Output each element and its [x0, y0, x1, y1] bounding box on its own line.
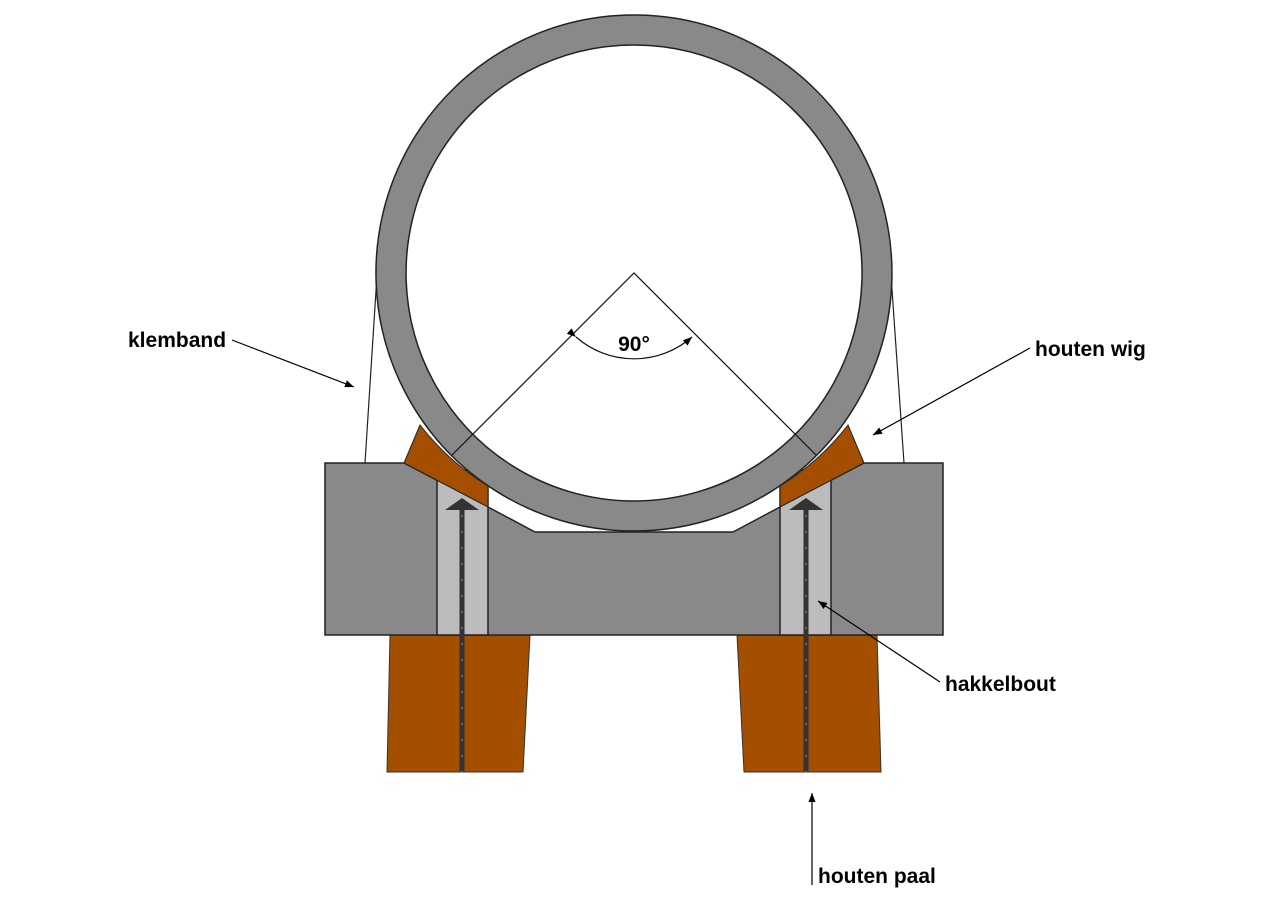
leader-klemband	[231, 339, 355, 388]
angle-lines	[451, 272, 817, 456]
concrete-saddle	[324, 462, 944, 636]
hook-bolt-left	[445, 498, 479, 772]
angle-label: 90°	[618, 333, 650, 356]
wooden-pile-left	[386, 634, 531, 773]
pipe	[375, 14, 893, 532]
clamp-band-right	[890, 274, 905, 464]
angle-arc	[566, 328, 693, 360]
leader-hakkelbout	[817, 600, 941, 683]
label-hakkelbout: hakkelbout	[945, 673, 1056, 696]
label-klemband: klemband	[128, 329, 226, 352]
clamp-band-left	[364, 274, 378, 464]
label-houten-wig: houten wig	[1035, 338, 1146, 361]
wooden-wedge-left	[403, 424, 489, 508]
label-houten-paal: houten paal	[818, 865, 936, 888]
wooden-pile-right	[736, 634, 882, 773]
wooden-wedge-right	[779, 424, 865, 508]
leader-houten-wig	[872, 347, 1031, 436]
hook-bolt-right	[789, 498, 823, 772]
